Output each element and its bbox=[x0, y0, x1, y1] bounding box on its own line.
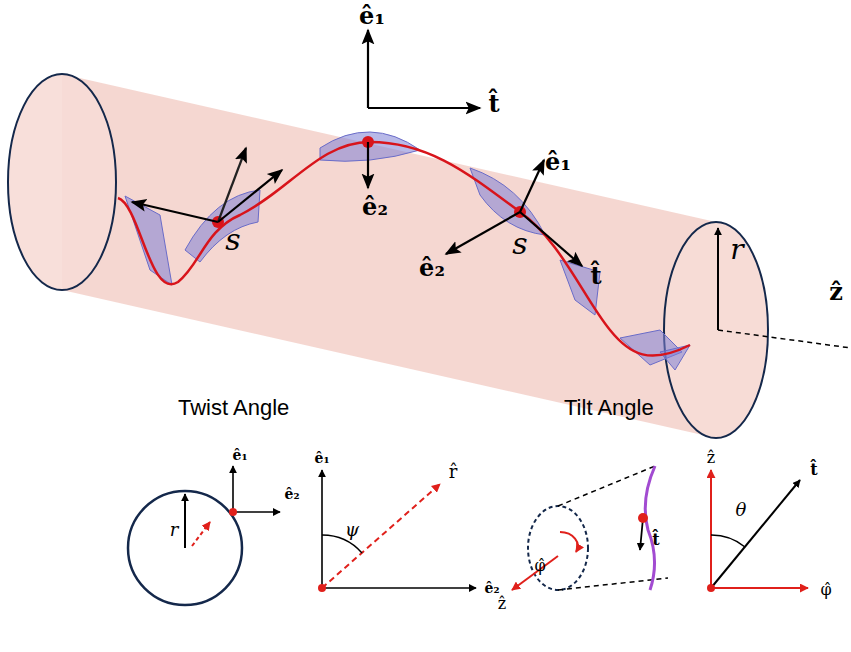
vector-label: ê₁ bbox=[545, 150, 571, 174]
angle-label: θ bbox=[736, 501, 747, 519]
centerline-curve bbox=[118, 142, 690, 356]
twist-axes bbox=[318, 470, 476, 592]
vector-label: t̂ bbox=[810, 462, 817, 478]
panel-title: Twist Angle bbox=[178, 397, 289, 419]
axis-label: φ̂ bbox=[820, 582, 831, 598]
axis-label: ẑ bbox=[498, 596, 506, 612]
radius-label: r bbox=[730, 236, 743, 264]
vector-label: ê₂ bbox=[484, 581, 499, 595]
arclength-label: s bbox=[225, 225, 240, 255]
vector-label: ê₂ bbox=[284, 487, 299, 501]
vector-label: ê₁ bbox=[232, 448, 247, 462]
vector-label: t̂ bbox=[652, 532, 659, 548]
radius-label: r bbox=[170, 521, 179, 539]
vector-label: ê₁ bbox=[359, 4, 385, 28]
vector-label: ê₁ bbox=[314, 451, 329, 465]
axis-label: ẑ bbox=[707, 450, 715, 466]
vector-label: t̂ bbox=[488, 92, 499, 116]
axis-label: φ̂ bbox=[534, 558, 545, 574]
radius-line bbox=[717, 228, 719, 330]
tilt-axes bbox=[707, 470, 808, 592]
axis-line bbox=[718, 330, 851, 348]
twist-circle bbox=[128, 466, 280, 605]
panel-title: Tilt Angle bbox=[564, 397, 654, 419]
vector-label: r̂ bbox=[449, 463, 458, 481]
cylinder bbox=[8, 74, 768, 438]
arclength-label: s bbox=[512, 229, 527, 259]
axis-label: ẑ bbox=[829, 280, 843, 304]
vector-label: t̂ bbox=[590, 264, 601, 288]
angle-label: ψ bbox=[345, 521, 359, 539]
tilt-cylinder bbox=[512, 466, 668, 590]
frame-vectors bbox=[132, 30, 582, 266]
ribbon bbox=[125, 132, 690, 370]
vector-label: ê₂ bbox=[419, 256, 445, 280]
frame-points bbox=[212, 136, 526, 228]
vector-label: ê₂ bbox=[362, 195, 388, 219]
